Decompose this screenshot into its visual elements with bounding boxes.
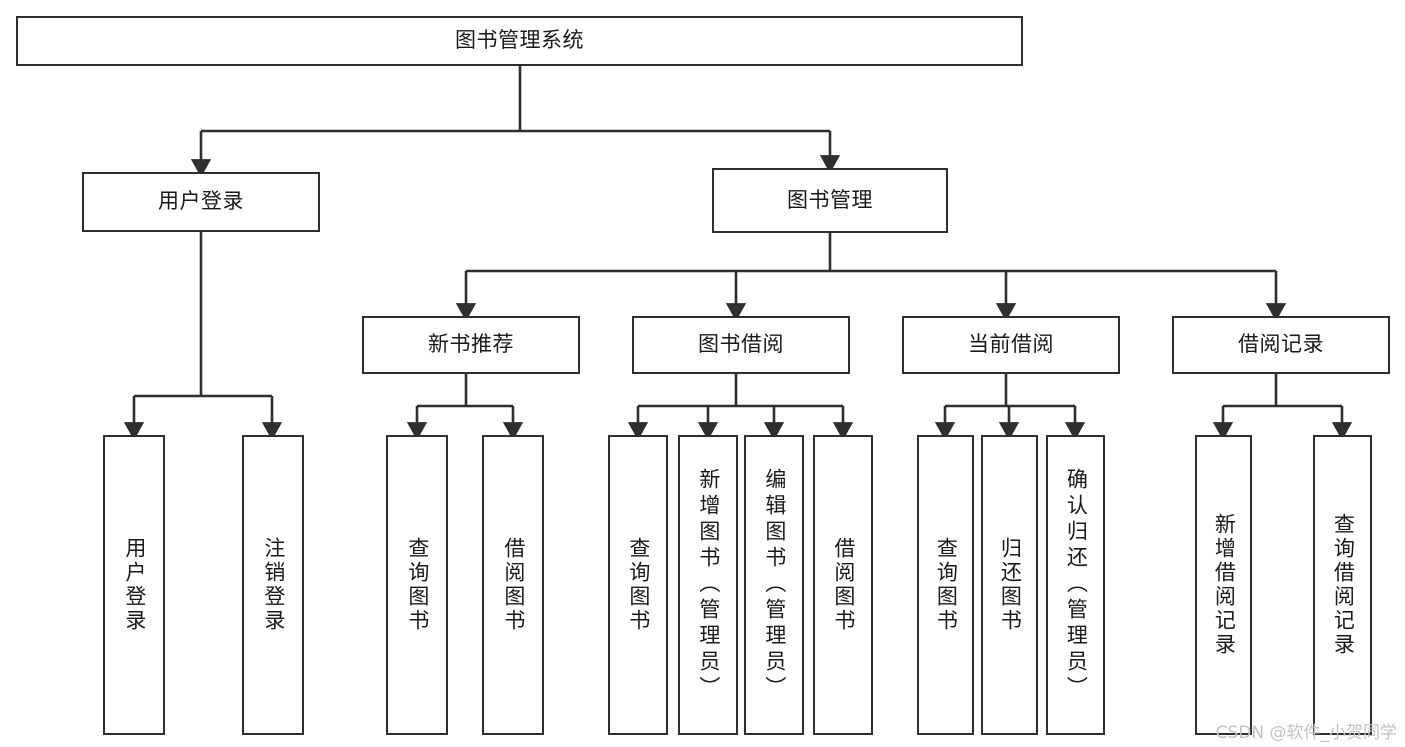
node-new-book-recommend-label: 新书推荐 (428, 332, 514, 357)
node-leaf-confirm-return-admin[interactable]: 确认归还（管理员） (1046, 435, 1105, 735)
node-root[interactable]: 图书管理系统 (16, 16, 1023, 66)
node-leaf-query-book-current[interactable]: 查询图书 (917, 435, 974, 735)
node-leaf-lend-book[interactable]: 借阅图书 (813, 435, 873, 735)
node-leaf-confirm-return-admin-label: 确认归还（管理员） (1064, 468, 1089, 702)
node-leaf-logout[interactable]: 注销登录 (242, 435, 304, 735)
node-leaf-user-login-label: 用户登录 (122, 537, 147, 633)
node-new-book-recommend[interactable]: 新书推荐 (362, 316, 580, 374)
node-leaf-edit-book-admin[interactable]: 编辑图书（管理员） (744, 435, 804, 735)
node-leaf-logout-label: 注销登录 (261, 537, 286, 633)
node-borrow-records-label: 借阅记录 (1238, 332, 1324, 357)
node-book-management[interactable]: 图书管理 (712, 168, 948, 233)
node-leaf-query-book-current-label: 查询图书 (934, 537, 959, 633)
node-leaf-query-book-recommend[interactable]: 查询图书 (386, 435, 448, 735)
node-leaf-add-borrow-record-label: 新增借阅记录 (1212, 513, 1237, 657)
node-leaf-query-book-borrow[interactable]: 查询图书 (608, 435, 668, 735)
node-borrow-records[interactable]: 借阅记录 (1172, 316, 1390, 374)
node-book-borrow-label: 图书借阅 (698, 332, 784, 357)
node-leaf-return-book-label: 归还图书 (998, 537, 1023, 633)
node-leaf-edit-book-admin-label: 编辑图书（管理员） (762, 468, 787, 702)
node-leaf-borrow-book-recommend-label: 借阅图书 (501, 537, 526, 633)
node-leaf-add-book-admin[interactable]: 新增图书（管理员） (678, 435, 738, 735)
node-current-borrow[interactable]: 当前借阅 (902, 316, 1120, 374)
node-user-login[interactable]: 用户登录 (82, 172, 320, 232)
node-leaf-query-borrow-record[interactable]: 查询借阅记录 (1313, 435, 1372, 735)
node-leaf-query-book-recommend-label: 查询图书 (405, 537, 430, 633)
node-leaf-add-book-admin-label: 新增图书（管理员） (696, 468, 721, 702)
node-root-label: 图书管理系统 (455, 28, 584, 53)
node-current-borrow-label: 当前借阅 (968, 332, 1054, 357)
node-leaf-user-login[interactable]: 用户登录 (103, 435, 165, 735)
node-book-management-label: 图书管理 (787, 187, 873, 212)
node-leaf-add-borrow-record[interactable]: 新增借阅记录 (1195, 435, 1252, 735)
node-leaf-return-book[interactable]: 归还图书 (981, 435, 1038, 735)
node-leaf-query-borrow-record-label: 查询借阅记录 (1331, 513, 1356, 657)
node-leaf-query-book-borrow-label: 查询图书 (626, 537, 651, 633)
node-user-login-label: 用户登录 (158, 189, 244, 214)
node-book-borrow[interactable]: 图书借阅 (632, 316, 850, 374)
node-leaf-lend-book-label: 借阅图书 (831, 537, 856, 633)
node-leaf-borrow-book-recommend[interactable]: 借阅图书 (482, 435, 544, 735)
